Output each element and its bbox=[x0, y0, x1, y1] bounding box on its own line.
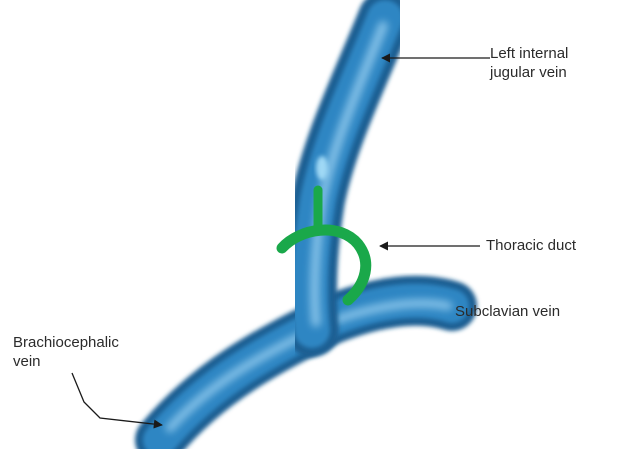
label-left-internal-jugular-vein: Left internal jugular vein bbox=[490, 44, 568, 82]
label-jugular-line1: Left internal bbox=[490, 44, 568, 63]
label-brachiocephalic-vein: Brachiocephalic vein bbox=[13, 333, 119, 371]
label-thoracic-duct: Thoracic duct bbox=[486, 236, 576, 255]
label-brachio-line2: vein bbox=[13, 352, 119, 371]
label-jugular-line2: jugular vein bbox=[490, 63, 568, 82]
label-subclavian-vein: Subclavian vein bbox=[455, 302, 560, 321]
label-brachio-line1: Brachiocephalic bbox=[13, 333, 119, 352]
